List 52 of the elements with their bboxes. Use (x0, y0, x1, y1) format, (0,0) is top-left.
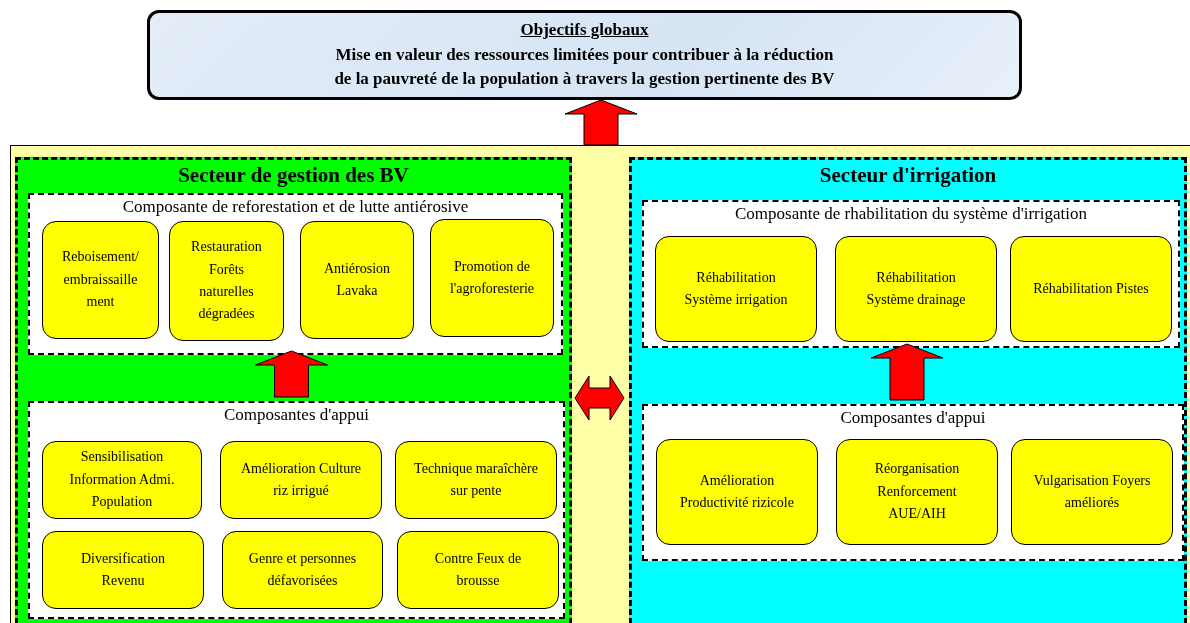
activity-label: Réhabilitation Système drainage (865, 268, 967, 309)
activity-label: Sensibilisation Information Admi. Population (68, 448, 176, 512)
sector-heading: Secteur de gestion des BV (177, 163, 410, 188)
activity-box (42, 441, 202, 519)
activity-box (222, 531, 383, 609)
activity-label: Technique maraîchère sur pente (413, 459, 539, 500)
block-arrow (564, 99, 638, 146)
component-group (28, 401, 565, 619)
activity-box (430, 219, 554, 337)
goal-heading: Objectifs globaux (520, 19, 649, 42)
activity-box (395, 441, 557, 519)
activity-box (397, 531, 559, 609)
activity-box (655, 236, 817, 342)
panel-background (10, 145, 1190, 623)
activity-label: Promotion de l'agroforesterie (448, 257, 536, 298)
activity-label: Vulgarisation Foyers améliorés (1032, 471, 1152, 512)
activity-box (42, 531, 204, 609)
activity-box (656, 439, 818, 545)
goal-text: Mise en valeur des ressources limitées pour contribuer à la réduction de la pauvreté de la population à travers la gestion pertinente des BV (333, 43, 836, 91)
block-arrow (870, 343, 944, 401)
activity-label: Restauration Forêts naturelles dégradées (190, 238, 263, 324)
group-heading: Composantes d'appui (222, 405, 371, 425)
activity-box (836, 439, 998, 545)
component-group (28, 193, 563, 355)
activity-box (300, 221, 414, 339)
activity-label: Contre Feux de brousse (433, 549, 523, 590)
goal-box (147, 10, 1022, 100)
activity-label: Diversification Revenu (80, 549, 166, 590)
sector-panel (629, 157, 1187, 623)
group-heading: Composantes d'appui (839, 408, 987, 428)
activity-label: Réhabilitation Pistes (1033, 279, 1149, 298)
block-arrow (574, 375, 625, 421)
activity-label: Genre et personnes défavorisées (247, 549, 358, 590)
activity-box (169, 221, 284, 341)
activity-label: Reboisement/ embraissaille ment (61, 248, 140, 312)
group-heading: Composante de reforestation et de lutte antiérosive (121, 197, 470, 217)
activity-label: Réorganisation Renforcement AUE/AIH (873, 460, 961, 524)
block-arrow (255, 350, 328, 398)
activity-box (42, 221, 159, 339)
group-heading: Composante de rhabilitation du système d'irrigation (734, 204, 1088, 224)
component-group (642, 404, 1184, 561)
sector-panel (15, 157, 572, 623)
sector-heading: Secteur d'irrigation (818, 163, 998, 188)
component-group (642, 200, 1180, 348)
activity-box (1011, 439, 1173, 545)
activity-box (835, 236, 997, 342)
activity-box (1010, 236, 1172, 342)
activity-label: Amélioration Productivité rizicole (679, 471, 795, 512)
activity-label: Réhabilitation Système irrigation (683, 268, 789, 309)
activity-label: Antiérosion Lavaka (322, 259, 392, 300)
activity-box (220, 441, 382, 519)
activity-label: Amélioration Culture riz irrigué (239, 459, 363, 500)
